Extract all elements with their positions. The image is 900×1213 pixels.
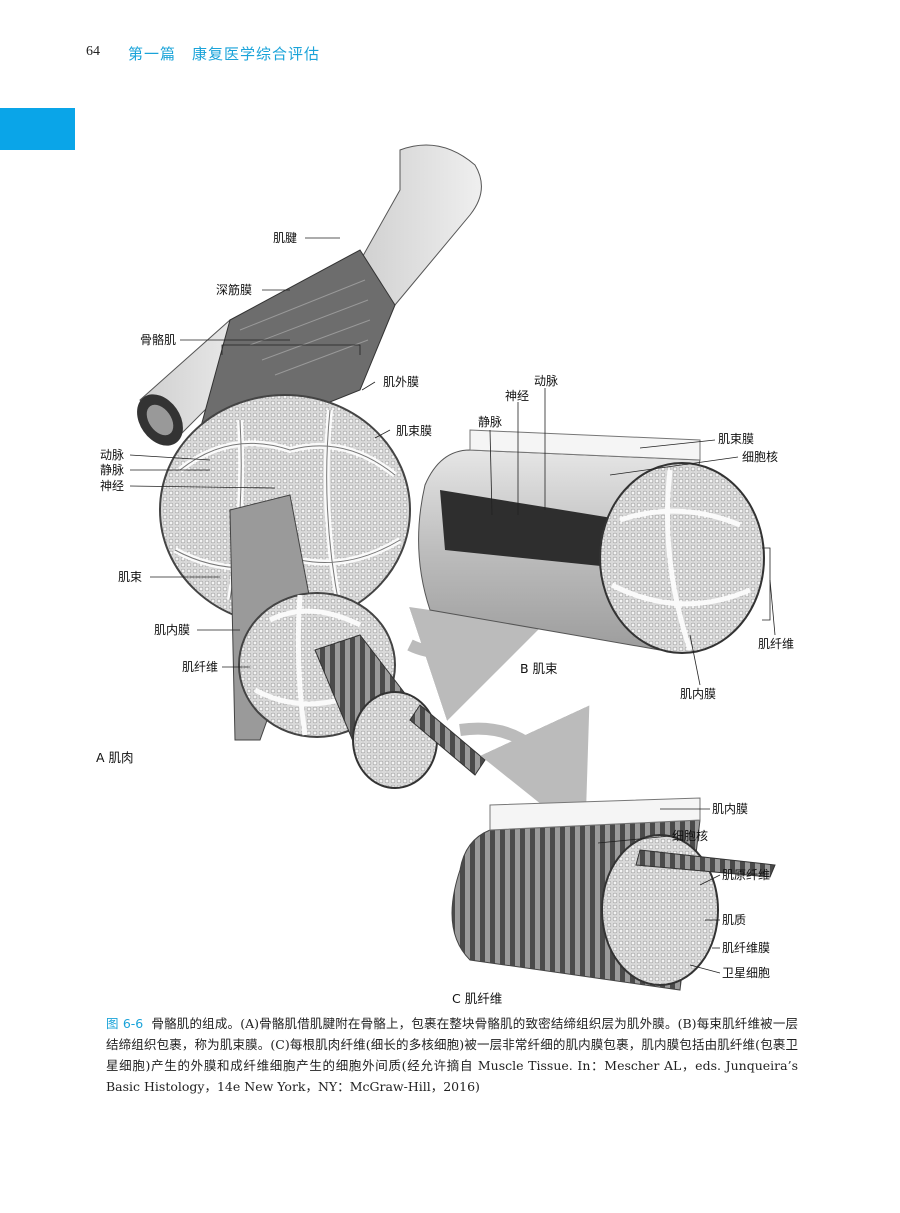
label-c-endomysium: 肌内膜 [712, 802, 749, 816]
label-b-nerve: 神经 [505, 389, 530, 403]
label-a-nerve: 神经 [100, 479, 125, 493]
label-c-myofibril: 肌原纤维 [722, 868, 771, 882]
label-a-muscle-fiber: 肌纤维 [182, 660, 219, 674]
label-b-nucleus: 细胞核 [742, 450, 779, 464]
page-number: 64 [86, 44, 100, 59]
label-c-satellite-cell: 卫星细胞 [722, 966, 771, 980]
label-b-endomysium: 肌内膜 [680, 687, 717, 701]
label-a-fascicle: 肌束 [118, 570, 143, 584]
panel-c-title: C 肌纤维 [452, 991, 503, 1006]
label-a-perimysium: 肌束膜 [396, 424, 433, 438]
panel-a-title: A 肌肉 [96, 750, 134, 765]
label-a-deep-fascia: 深筋膜 [216, 283, 253, 297]
label-c-sarcolemma: 肌纤维膜 [722, 941, 771, 955]
label-a-tendon: 肌腱 [273, 231, 298, 245]
label-c-sarcoplasm: 肌质 [722, 913, 747, 927]
label-a-endomysium: 肌内膜 [154, 623, 191, 637]
label-b-muscle-fiber: 肌纤维 [758, 637, 795, 651]
panel-b-title: B 肌束 [520, 661, 558, 676]
running-head: 第一篇 康复医学综合评估 [128, 45, 321, 63]
label-a-artery: 动脉 [100, 448, 125, 462]
muscle-structure-figure: 肌腱 深筋膜 骨骼肌 肌外膜 肌束膜 动脉 静脉 神经 肌束 肌内膜 肌纤维 A… [0, 130, 900, 1010]
label-a-vein: 静脉 [100, 463, 125, 477]
muscle-illustration [129, 144, 776, 991]
label-b-artery: 动脉 [534, 374, 559, 388]
chapter-side-tab [0, 108, 75, 150]
label-b-perimysium: 肌束膜 [718, 432, 755, 446]
label-c-nucleus: 细胞核 [672, 829, 709, 843]
label-a-epimysium: 肌外膜 [383, 375, 420, 389]
label-b-vein: 静脉 [478, 415, 503, 429]
label-a-skeletal-muscle: 骨骼肌 [140, 333, 177, 347]
figure-number: 图 6-6 [106, 1016, 144, 1031]
caption-text: 骨骼肌的组成。(A)骨骼肌借肌腱附在骨骼上，包裹在整块骨骼肌的致密结缔组织层为肌… [106, 1016, 799, 1094]
